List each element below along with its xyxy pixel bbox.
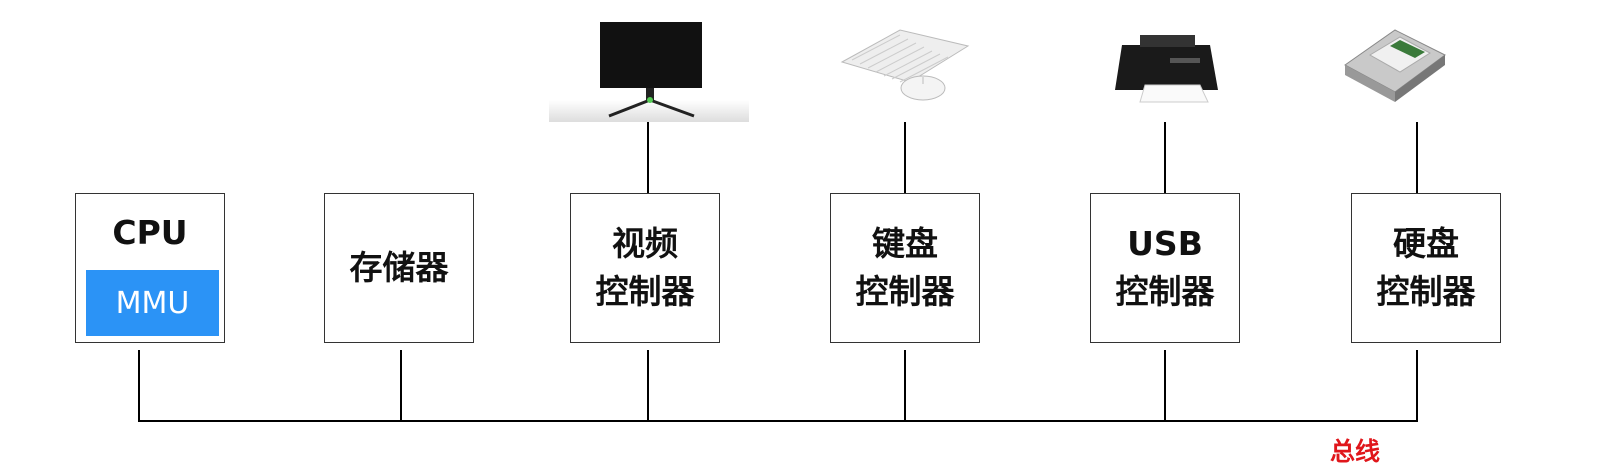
keyboard-mouse-icon [840, 29, 970, 101]
keyboard-connector [904, 122, 906, 193]
bus-label: 总线 [1330, 437, 1381, 466]
system-bus-line [138, 420, 1418, 422]
keyboard-bus-connector [904, 350, 906, 421]
memory-label: 存储器 [349, 248, 449, 288]
cpu-label: CPU [112, 213, 188, 252]
disk-bus-connector [1416, 350, 1418, 421]
keyboard-label-line1: 键盘 [872, 224, 938, 264]
video-label-line1: 视频 [612, 224, 678, 264]
monitor-connector [647, 122, 649, 193]
disk-controller-box: 硬盘 控制器 [1351, 193, 1501, 343]
disk-label-line1: 硬盘 [1393, 224, 1459, 264]
usb-controller-box: USB 控制器 [1090, 193, 1240, 343]
memory-box: 存储器 [324, 193, 474, 343]
video-bus-connector [647, 350, 649, 421]
usb-label-line2: 控制器 [1115, 272, 1215, 311]
keyboard-label-line2: 控制器 [855, 272, 955, 311]
keyboard-controller-box: 键盘 控制器 [830, 193, 980, 343]
cpu-bus-connector [138, 350, 140, 421]
hard-drive-icon [1344, 29, 1446, 102]
printer-icon [1115, 35, 1218, 103]
disk-label-line2: 控制器 [1376, 272, 1476, 311]
mmu-label: MMU [86, 270, 219, 336]
video-label-line2: 控制器 [595, 272, 695, 311]
cpu-box: CPU MMU [75, 193, 225, 343]
harddrive-connector [1416, 122, 1418, 193]
printer-connector [1164, 122, 1166, 193]
memory-bus-connector [400, 350, 402, 421]
video-controller-box: 视频 控制器 [570, 193, 720, 343]
usb-bus-connector [1164, 350, 1166, 421]
usb-label-line1: USB [1127, 224, 1203, 264]
monitor-icon [549, 22, 749, 122]
